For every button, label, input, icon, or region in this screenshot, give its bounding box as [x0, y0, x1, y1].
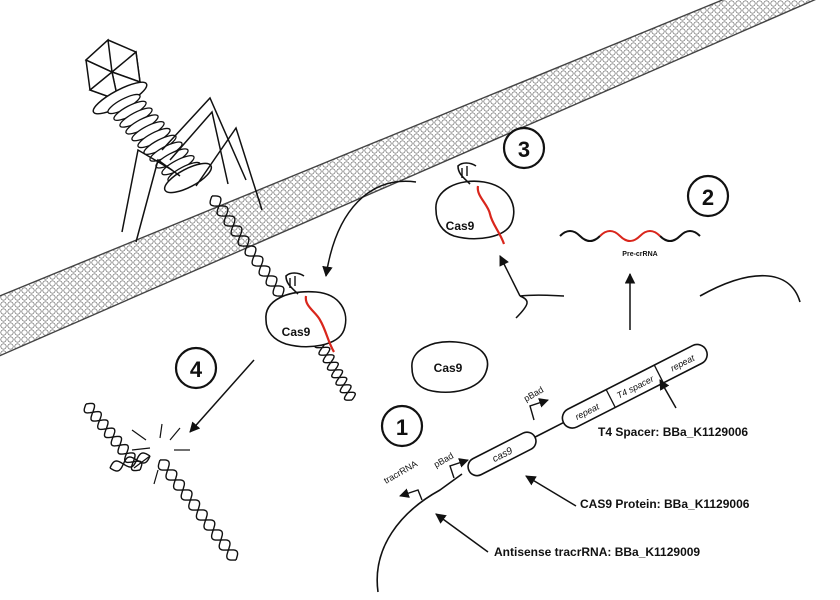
step-1-marker: 1: [380, 404, 424, 448]
plasmid-backbone-left: [376, 473, 463, 593]
phage-dna-injected: [209, 195, 357, 401]
plasmid-backbone-right: [699, 274, 801, 303]
cas9-guided-label: Cas9: [446, 219, 475, 233]
process-arrows: [189, 180, 677, 553]
phage-tail-fibers: [121, 96, 263, 243]
merge-lower: [515, 295, 528, 319]
cas9-guided: Cas9: [435, 162, 515, 245]
promoter-pbad-1: [449, 458, 469, 479]
callout-arrow-cas9: [525, 475, 577, 507]
guide-rna: [476, 185, 506, 245]
step-2-number: 2: [702, 185, 714, 210]
callout-spacer: T4 Spacer: BBa_K1129006: [598, 425, 748, 439]
cas9-free-label: Cas9: [434, 361, 463, 375]
merge-right: [519, 294, 565, 297]
step-3-number: 3: [518, 137, 530, 162]
step-4-number: 4: [190, 357, 203, 382]
pre-crrna-label: Pre-crRNA: [622, 251, 657, 258]
promoter-pbad-2-label: pBad: [522, 385, 545, 404]
step-1-number: 1: [396, 415, 408, 440]
cas9-bound-label: Cas9: [282, 325, 311, 339]
pre-crrna: [559, 230, 701, 242]
promoter-pbad-1-label: pBad: [432, 451, 455, 470]
cleavage-burst: [131, 423, 190, 485]
cleaved-dna: [83, 402, 239, 561]
arrow-step4-cleave: [189, 359, 255, 433]
callout-arrow-spacer: [659, 379, 677, 409]
cell-membrane: [0, 0, 816, 357]
bacteriophage: [84, 38, 263, 243]
crispr-array-box: [561, 343, 708, 429]
step-2-marker: 2: [686, 174, 730, 218]
step-4-marker: 4: [174, 346, 218, 390]
guide-rna-bound: [304, 295, 335, 353]
arrow-assembly: [499, 255, 521, 297]
phage-capsid: [84, 38, 142, 102]
callout-tracr: Antisense tracrRNA: BBa_K1129009: [494, 545, 700, 559]
promoter-tracrrna: [399, 488, 423, 501]
arrow-step3-to-4: [322, 180, 417, 278]
phage-baseplate: [163, 162, 213, 194]
plasmid-cassette: cas9 repeat T4 spacer repeat: [467, 343, 708, 477]
callout-arrow-tracr: [435, 513, 489, 553]
tracrrna-label: tracrRNA: [382, 459, 419, 486]
cas9-free: Cas9: [411, 340, 489, 394]
callout-cas9: CAS9 Protein: BBa_K1129006: [580, 497, 750, 511]
cas9-bound: Cas9: [265, 272, 347, 353]
promoter-pbad-2: [529, 398, 549, 421]
step-3-marker: 3: [502, 126, 546, 170]
